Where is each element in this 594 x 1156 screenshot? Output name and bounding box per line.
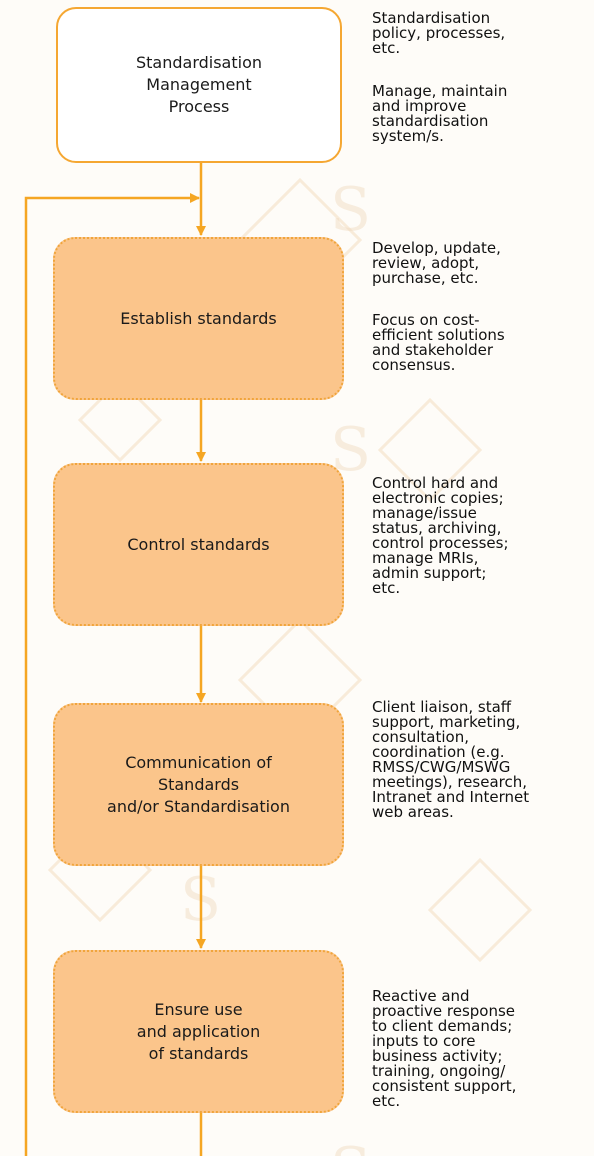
communication-box: Communication of Standards and/or Standa… bbox=[53, 703, 344, 866]
establish-standards-box: Establish standards bbox=[53, 237, 344, 400]
control-note: Control hard and electronic copies; mana… bbox=[372, 474, 509, 597]
ensure-use-note: Reactive and proactive response to clien… bbox=[372, 987, 517, 1110]
establish-note-focus: Focus on cost- efficient solutions and s… bbox=[372, 311, 505, 374]
management-process-box: Standardisation Management Process bbox=[56, 7, 342, 163]
top-note-policy: Standardisation policy, processes, etc. bbox=[372, 9, 506, 57]
top-note-manage: Manage, maintain and improve standardisa… bbox=[372, 82, 508, 145]
feedback-loop-line bbox=[24, 193, 200, 1156]
establish-note-develop: Develop, update, review, adopt, purchase… bbox=[372, 239, 501, 287]
control-standards-box: Control standards bbox=[53, 463, 344, 626]
management-process-label: Standardisation Management Process bbox=[135, 53, 263, 116]
ensure-use-box: Ensure use and application of standards bbox=[53, 950, 344, 1113]
establish-standards-label: Establish standards bbox=[120, 308, 277, 328]
ensure-use-label: Ensure use and application of standards bbox=[136, 999, 261, 1063]
communication-note: Client liaison, staff support, marketing… bbox=[372, 698, 530, 821]
communication-label: Communication of Standards and/or Standa… bbox=[107, 752, 290, 816]
control-standards-label: Control standards bbox=[127, 534, 270, 554]
